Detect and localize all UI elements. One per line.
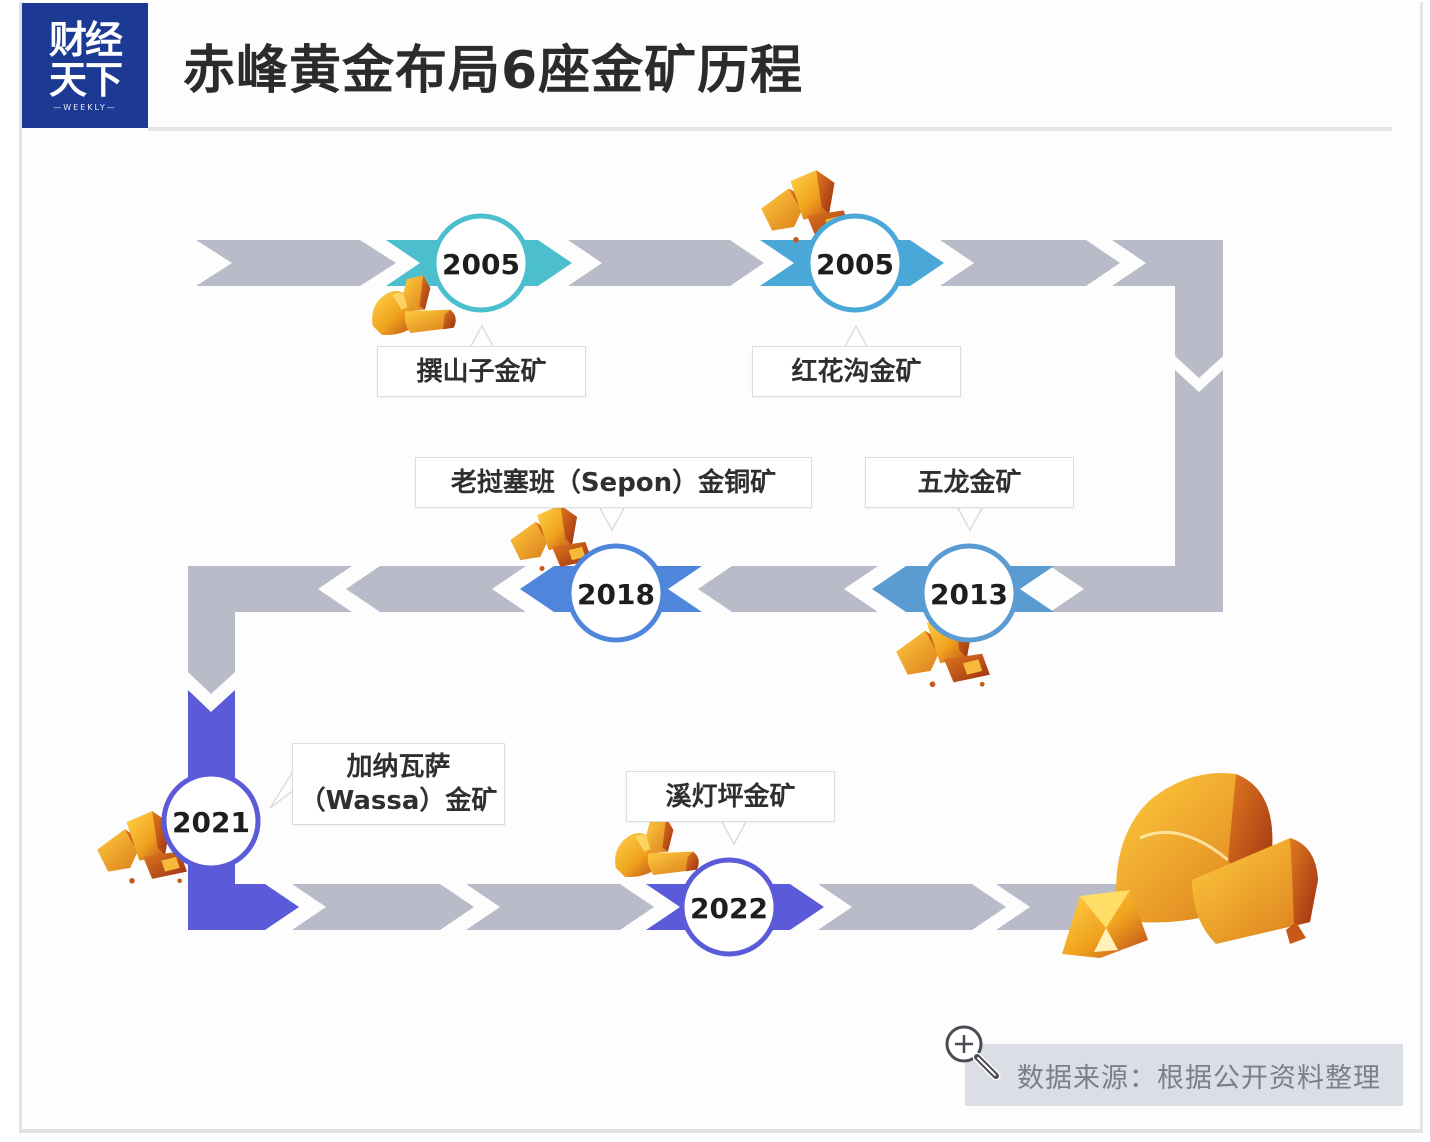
page-title: 赤峰黄金布局6座金矿历程 (183, 41, 804, 101)
mine-name-line-1: 加纳瓦萨 (346, 752, 451, 782)
milestone-2013[interactable]: 2013 (919, 543, 1019, 643)
callout-mine-name: 五龙金矿 (865, 457, 1074, 508)
callout-mine-name: 撰山子金矿 (377, 346, 586, 397)
mine-name: 五龙金矿 (917, 467, 1022, 498)
gold-nugget-icon (615, 817, 699, 878)
milestone-2022[interactable]: 2022 (679, 857, 779, 957)
zoom-in-icon[interactable] (942, 1024, 1004, 1086)
milestone-2021[interactable]: 2021 (161, 771, 261, 871)
logo-subtitle: —WEEKLY— (53, 102, 117, 112)
track-segment (568, 240, 764, 286)
logo-line-1: 财经 (48, 17, 123, 62)
source-text: 数据来源：根据公开资料整理 (1017, 1062, 1381, 1094)
callout-mine-name: 溪灯坪金矿 (626, 771, 835, 822)
milestone-year: 2018 (577, 578, 655, 611)
milestone-2018[interactable]: 2018 (566, 543, 666, 643)
milestone-year: 2005 (442, 248, 520, 281)
callout-mine-name: 红花沟金矿 (752, 346, 961, 397)
track-segment (940, 240, 1120, 286)
gold-pile-icon (1062, 773, 1318, 958)
callout-pointers (269, 324, 983, 846)
row-1-track (196, 240, 1223, 378)
header-divider (148, 127, 1392, 131)
callout-mine-name: 老挝塞班（Sepon）金铜矿 (415, 457, 812, 508)
mine-name-line-2: （Wassa）金矿 (299, 786, 498, 816)
track-segment (818, 884, 1006, 930)
logo-line-2: 天下 (48, 57, 123, 102)
milestone-2005-b[interactable]: 2005 (805, 213, 905, 313)
brand-logo: 财经 天下 —WEEKLY— (22, 3, 148, 128)
milestone-year: 2005 (816, 248, 894, 281)
track-corner-bottom-right (1050, 370, 1223, 612)
milestone-year: 2013 (930, 578, 1008, 611)
mine-name: 红花沟金矿 (791, 356, 922, 387)
track-corner-top-left (188, 566, 352, 694)
track-segment (292, 884, 474, 930)
mine-name: 老挝塞班（Sepon）金铜矿 (450, 467, 777, 498)
track-segment (196, 240, 396, 286)
mine-name: 溪灯坪金矿 (665, 781, 796, 812)
track-segment (346, 566, 526, 612)
milestone-year: 2022 (690, 892, 768, 925)
mine-name: 撰山子金矿 (416, 356, 547, 387)
track-segment (466, 884, 654, 930)
milestone-year: 2021 (172, 806, 250, 839)
track-corner-top-right (1112, 240, 1223, 378)
callout-mine-name: 加纳瓦萨 （Wassa）金矿 (292, 743, 505, 825)
source-note: 数据来源：根据公开资料整理 (965, 1044, 1403, 1106)
track-segment (698, 566, 878, 612)
milestone-2005-a[interactable]: 2005 (431, 213, 531, 313)
